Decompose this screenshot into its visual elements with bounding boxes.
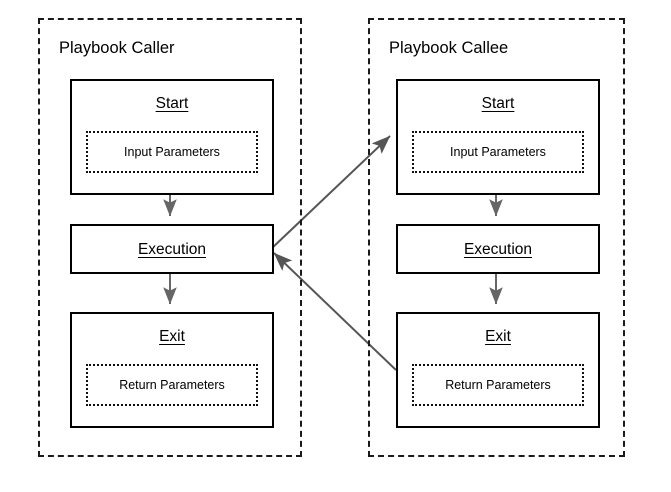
group-playbook-callee: Playbook Callee Start Input Parameters E… xyxy=(368,18,625,457)
node-title-callee-exit: Exit xyxy=(485,328,511,345)
param-label-caller-input: Input Parameters xyxy=(124,144,220,159)
node-title-callee-start: Start xyxy=(481,95,515,112)
node-title-caller-exit: Exit xyxy=(159,328,185,345)
param-label-caller-return: Return Parameters xyxy=(119,377,225,392)
group-title-caller: Playbook Caller xyxy=(59,39,175,57)
param-label-callee-input: Input Parameters xyxy=(450,144,546,159)
node-caller-start[interactable]: Start Input Parameters xyxy=(70,79,274,195)
group-playbook-caller: Playbook Caller Start Input Parameters E… xyxy=(38,18,302,457)
node-title-caller-start: Start xyxy=(155,95,189,112)
node-caller-exit[interactable]: Exit Return Parameters xyxy=(70,312,274,428)
node-title-caller-execution: Execution xyxy=(137,241,207,258)
node-title-callee-execution: Execution xyxy=(463,241,533,258)
node-caller-execution[interactable]: Execution xyxy=(70,224,274,274)
group-title-callee: Playbook Callee xyxy=(389,39,509,57)
param-label-callee-return: Return Parameters xyxy=(445,377,551,392)
node-callee-start[interactable]: Start Input Parameters xyxy=(396,79,600,195)
param-box-callee-return: Return Parameters xyxy=(412,364,584,406)
param-box-callee-input: Input Parameters xyxy=(412,131,584,173)
param-box-caller-input: Input Parameters xyxy=(86,131,258,173)
param-box-caller-return: Return Parameters xyxy=(86,364,258,406)
node-callee-exit[interactable]: Exit Return Parameters xyxy=(396,312,600,428)
node-callee-execution[interactable]: Execution xyxy=(396,224,600,274)
